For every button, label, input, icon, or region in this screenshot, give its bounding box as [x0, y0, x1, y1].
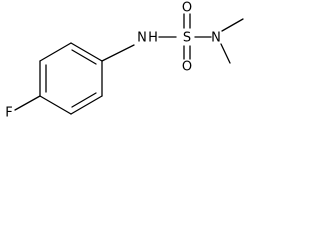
- methyl-bond-lower: [220, 43, 231, 64]
- sulfur-label: S: [183, 31, 191, 46]
- dimethyl-nitrogen-label: N: [211, 31, 221, 46]
- oxygen-top-label: O: [182, 1, 192, 16]
- amine-nitrogen-label: N: [137, 31, 147, 46]
- ring-bond: [39, 42, 72, 62]
- methyl-bond-upper: [221, 18, 244, 32]
- fluorine-label: F: [5, 106, 12, 121]
- ring-inner-double-bond: [71, 49, 97, 65]
- structure-diagram: F N H S O O N: [5, 1, 244, 121]
- ring-to-nitrogen-bond: [101, 44, 135, 62]
- ring-inner-double-bond: [71, 92, 97, 108]
- amine-hydrogen-label: H: [148, 31, 158, 46]
- oxygen-bottom-label: O: [182, 60, 192, 75]
- ring-bond: [70, 42, 103, 62]
- ring-bond: [39, 95, 72, 115]
- benzene-ring: [39, 42, 103, 115]
- ring-to-fluorine-bond: [14, 95, 41, 111]
- ring-bond: [70, 95, 103, 115]
